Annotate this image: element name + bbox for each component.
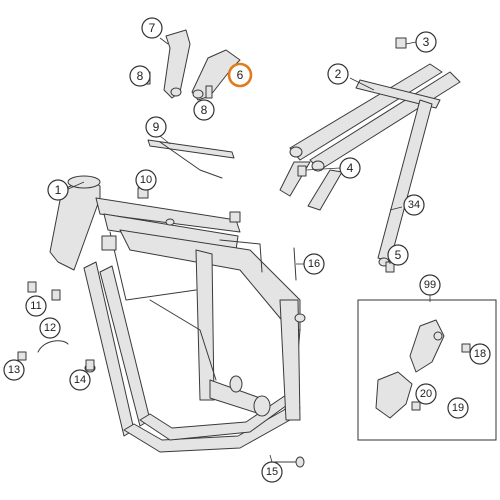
callout-6-label: 6: [237, 68, 244, 82]
callout-15: 15: [261, 461, 283, 483]
kit-screw-19: [411, 401, 421, 411]
callout-11-label: 11: [30, 300, 41, 312]
frame-top-tube-left: [95, 197, 241, 233]
kit-screw-18: [461, 343, 471, 353]
engine-bracket-left-hole: [170, 87, 182, 97]
callout-10-label: 10: [140, 174, 152, 186]
frame-mount-line: [219, 239, 263, 273]
hose-12: [37, 340, 69, 353]
callout-12: 12: [39, 317, 61, 339]
screw-11a: [27, 281, 37, 293]
subframe: [279, 63, 461, 267]
callout-2: 2: [327, 63, 349, 85]
callout-9: 9: [145, 116, 167, 138]
subframe-cross-brace: [355, 79, 441, 109]
frame-protector-strip: [147, 139, 235, 159]
callout-9-label: 9: [153, 120, 160, 134]
callout-34: 34: [403, 194, 425, 216]
callout-16: 16: [303, 253, 325, 275]
callout-4-label: 4: [347, 161, 354, 175]
callout-3: 3: [415, 31, 437, 53]
main-frame: [49, 175, 306, 453]
callout-20: 20: [415, 383, 437, 405]
callout-14-label: 14: [74, 374, 86, 386]
frame-rear-pillar-right: [195, 249, 215, 401]
protector-cable: [159, 141, 223, 179]
clip-13: [17, 351, 27, 361]
callout-18-label: 18: [474, 348, 486, 360]
pivot-bolt-head: [229, 375, 243, 393]
subframe-mount-lower: [311, 160, 325, 172]
callout-13: 13: [3, 359, 25, 381]
engine-bracket-right-hole: [192, 89, 204, 99]
callout-1-label: 1: [55, 183, 62, 197]
swingarm-pivot-end: [253, 395, 271, 417]
screw-11b: [51, 289, 61, 301]
bolt-8-lower: [205, 85, 213, 99]
frame-rear-boss: [294, 313, 306, 323]
callout-11: 11: [25, 295, 47, 317]
callout-8a-label: 8: [137, 69, 144, 83]
callout-16-label: 16: [308, 258, 320, 270]
screw-14: [85, 359, 95, 371]
callout-12-label: 12: [44, 322, 56, 334]
frame-bracket-top: [229, 211, 241, 223]
callout-3-label: 3: [423, 35, 430, 49]
callout-7-label: 7: [149, 21, 156, 35]
frame-inner-line: [149, 299, 217, 381]
callout-8b-label: 8: [201, 103, 208, 117]
callout-18: 18: [469, 343, 491, 365]
frame-gusset-line: [109, 231, 197, 301]
bolt-15-head: [295, 456, 305, 468]
bolt-4: [297, 165, 307, 177]
callout-15-label: 15: [266, 466, 278, 478]
callout-10: 10: [135, 169, 157, 191]
bolt-3: [395, 37, 407, 49]
callout-6: 6: [227, 62, 253, 88]
callout-2-label: 2: [335, 67, 342, 81]
callout-8b: 8: [193, 99, 215, 121]
kit-bracket-hole: [433, 331, 443, 341]
callout-99-label: 99: [424, 279, 436, 291]
callout-20-label: 20: [420, 388, 432, 400]
callouts: 1 2 3 4 5 6 7 8: [3, 17, 491, 483]
frame-rear-pillar-left: [279, 299, 301, 421]
kit-bracket-lower: [375, 371, 413, 419]
subframe-front-leg: [307, 169, 343, 211]
callout-5: 5: [387, 244, 409, 266]
callout-19: 19: [447, 397, 469, 419]
callout-8a: 8: [129, 65, 151, 87]
callout-19-label: 19: [452, 402, 464, 414]
kit-box-99: [357, 299, 497, 441]
callout-99: 99: [419, 274, 441, 296]
frame-bracket-front: [101, 235, 117, 251]
callout-1: 1: [47, 179, 69, 201]
callout-5-label: 5: [395, 248, 402, 262]
frame-mount-hole: [165, 218, 175, 226]
callout-13-label: 13: [8, 364, 20, 376]
callout-34-label: 34: [408, 199, 420, 211]
bolt-16: [293, 247, 297, 281]
callout-7: 7: [141, 17, 163, 39]
callout-14: 14: [69, 369, 91, 391]
subframe-mount-top: [289, 146, 303, 158]
callout-4: 4: [339, 157, 361, 179]
